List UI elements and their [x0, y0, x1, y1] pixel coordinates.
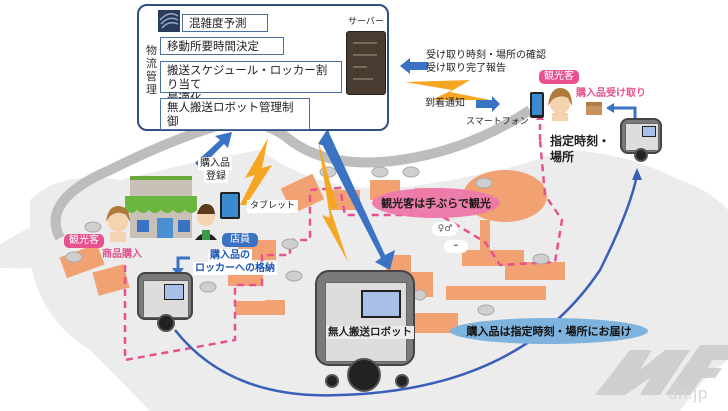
logistics-management-label: 物流管理	[146, 44, 157, 96]
function-schedule-line1: 搬送スケジュール・ロッカー割り当て	[167, 63, 328, 91]
confirm-message-line1: 受け取り時刻・場所の確認	[426, 50, 546, 61]
watermark-logo	[595, 350, 690, 395]
server-icon	[346, 31, 386, 95]
product-purchase-label: 商品購入	[102, 249, 142, 260]
robot-link-arrow-up	[318, 128, 333, 148]
confirm-message-line2: 受け取り完了報告	[426, 63, 506, 74]
robot-link-arrow	[320, 135, 395, 270]
register-purchase-line1: 購入品	[198, 157, 232, 170]
lightning-icon-phone	[405, 80, 490, 100]
arrival-arrow	[476, 96, 500, 112]
tourist-badge-shop: 観光客	[64, 234, 104, 248]
tourist-badge-top: 観光客	[539, 70, 579, 84]
store-awning	[125, 196, 197, 213]
logo-swirl-icon	[159, 13, 179, 29]
function-congestion-prediction: 混雑度予測	[182, 14, 268, 32]
designated-time-place-line1: 指定時刻・	[550, 134, 611, 148]
server-label: サーバー	[348, 17, 384, 27]
delivery-route	[174, 174, 639, 397]
locker-arrow	[176, 256, 190, 270]
locker-storage-line2: ロッカーへの格納	[193, 262, 277, 275]
function-schedule-optimization: 搬送スケジュール・ロッカー割り当て 最適化	[160, 61, 342, 105]
pickup-arrow	[612, 106, 637, 118]
lightning-icon-robot	[318, 140, 348, 262]
register-purchase-line2: 登録	[204, 170, 228, 183]
handsfree-sightseeing-bubble: 観光客は手ぶらで観光	[372, 188, 500, 218]
report-arrow	[400, 58, 428, 74]
delivery-robot-store	[137, 272, 193, 334]
lightning-icon-shop	[240, 138, 272, 205]
smoking-area-icon: ⌁	[444, 240, 468, 253]
tablet-label: タブレット	[247, 200, 299, 213]
delivery-route-arrowhead	[632, 168, 642, 180]
designated-time-place-line2: 場所	[550, 150, 575, 164]
customer-avatar-shop	[108, 212, 128, 232]
customer-avatar-top	[550, 94, 570, 114]
delivery-robot-destination	[620, 118, 662, 164]
watermark-text: an.jp	[668, 384, 708, 403]
smartphone-label: スマートフォン	[466, 117, 529, 127]
clerk-badge: 店員	[222, 233, 258, 247]
receive-purchase-label: 購入品受け取り	[576, 88, 646, 99]
restroom-icon: ♀♂	[432, 222, 458, 236]
mobisort-logo	[158, 10, 180, 32]
arrival-notice-label: 到着通知	[425, 98, 465, 109]
unmanned-transport-robot	[315, 270, 415, 394]
function-robot-control: 無人搬送ロボット管理制御	[160, 98, 310, 130]
delivery-message-bubble: 購入品は指定時刻・場所にお届け	[450, 318, 648, 344]
robot-label: 無人搬送ロボット	[326, 326, 414, 339]
spot-markers	[65, 166, 550, 316]
function-travel-time: 移動所要時間決定	[160, 37, 284, 55]
locker-storage-line1: 購入品の	[208, 249, 252, 262]
